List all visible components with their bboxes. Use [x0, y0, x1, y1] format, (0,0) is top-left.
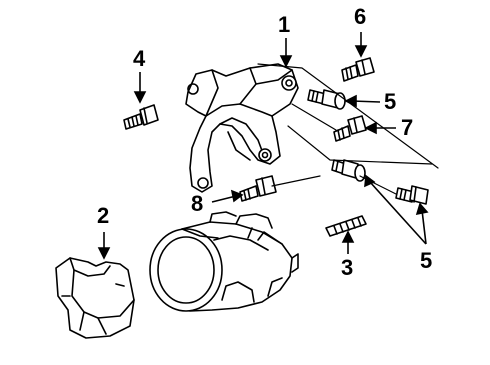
callout-5-upper: 5 [384, 89, 397, 114]
bolt-6 [341, 57, 375, 82]
bolt-5-upper [307, 89, 346, 110]
mounting-bracket [185, 63, 299, 193]
bolt-5-lower-right [395, 185, 429, 205]
callout-7: 7 [401, 115, 414, 140]
callout-2: 2 [97, 203, 110, 228]
bolt-5-lower-left [331, 159, 366, 182]
callout-6: 6 [354, 4, 367, 29]
bolt-4 [123, 104, 159, 130]
bolt-8 [239, 175, 277, 202]
callout-1: 1 [278, 12, 291, 37]
ac-compressor [149, 211, 299, 312]
callout-3: 3 [341, 255, 354, 280]
compressor-shield [55, 257, 135, 339]
callout-5-lower: 5 [420, 248, 433, 273]
callout-8: 8 [191, 191, 204, 216]
bolt-7 [333, 115, 367, 142]
callout-4: 4 [133, 46, 146, 71]
callout-arrows [97, 32, 429, 260]
stud-3 [325, 215, 367, 237]
